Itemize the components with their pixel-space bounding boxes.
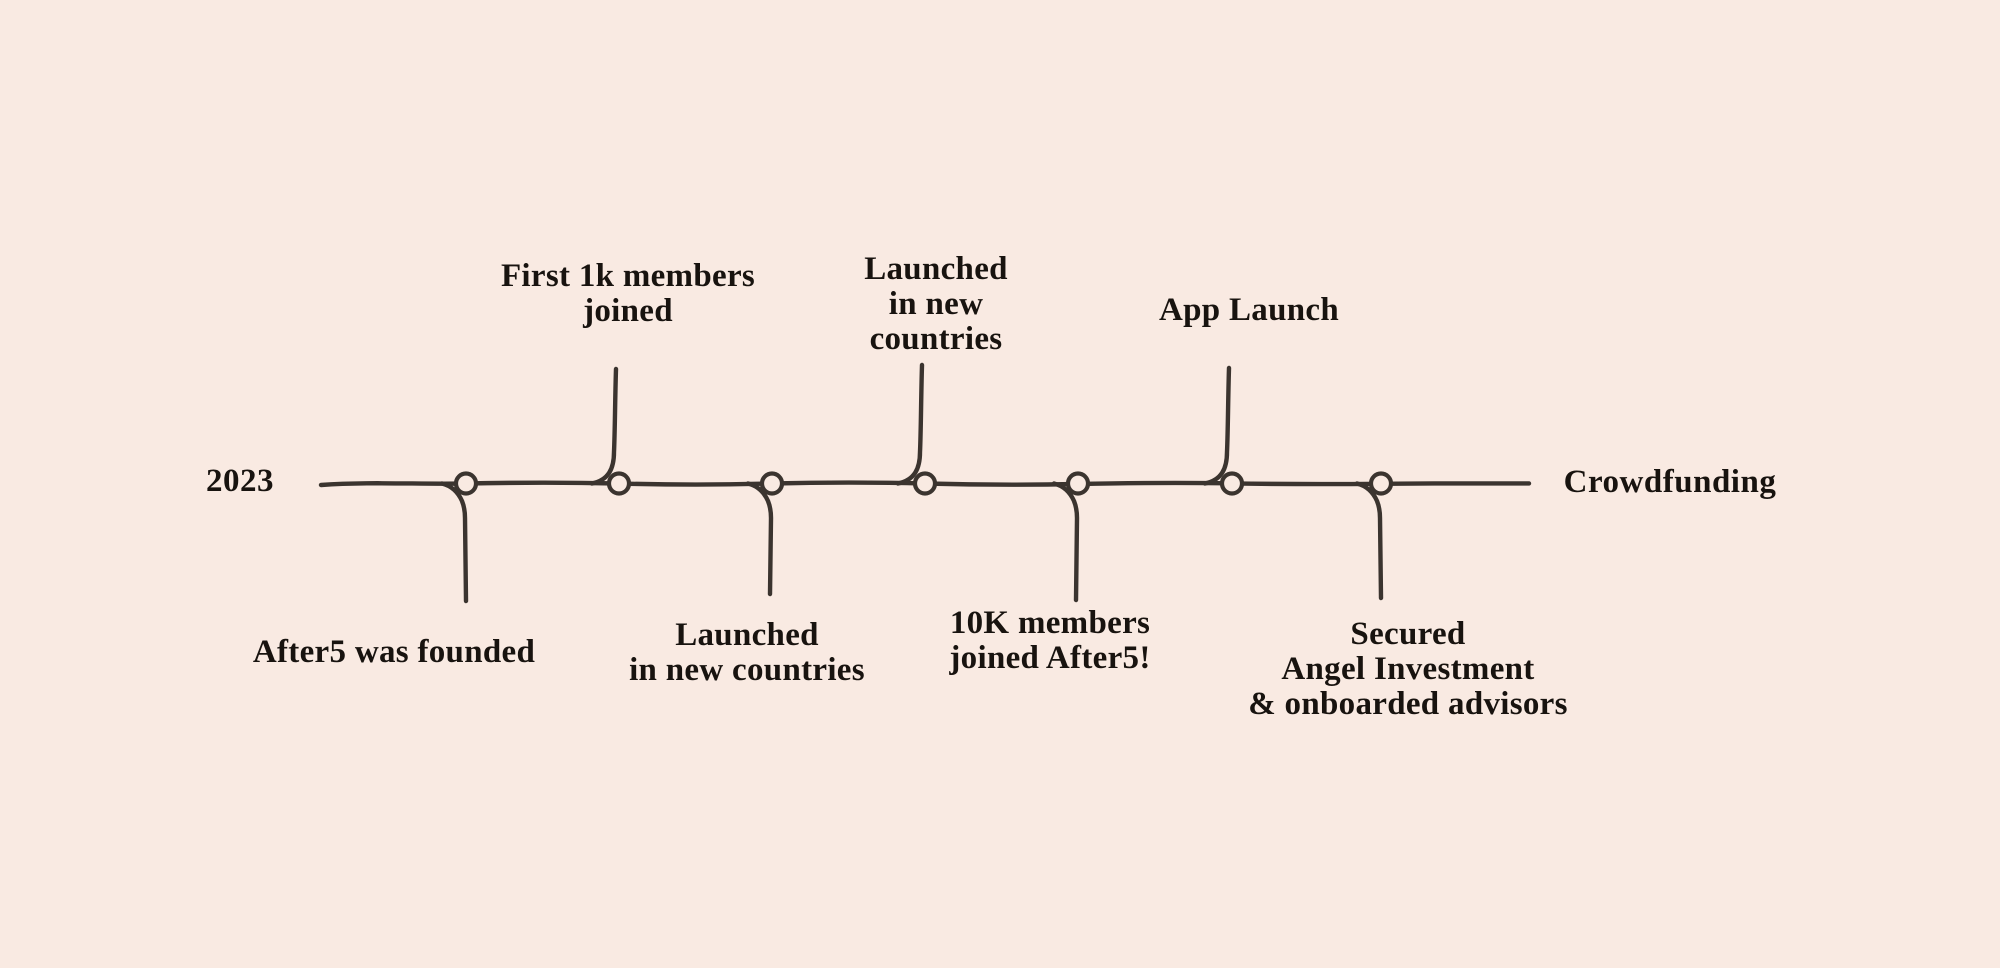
branch-line-down-1 <box>439 481 469 604</box>
milestone-label-after5-founded: After5 was founded <box>252 634 536 670</box>
branch-line-down-5 <box>1051 481 1080 603</box>
milestone-label-app-launch: App Launch <box>1158 292 1340 328</box>
branch-line-down-7 <box>1354 481 1384 601</box>
milestone-label-first-1k-members: First 1k members joined <box>500 258 756 329</box>
branch-line-down-3 <box>745 481 774 597</box>
milestone-node-2 <box>606 471 632 496</box>
milestone-label-angel-investment: Secured Angel Investment & onboarded adv… <box>1248 616 1568 722</box>
milestone-label-launched-new-countries-2: Launched in new countries <box>864 251 1008 357</box>
milestone-node-7 <box>1368 471 1394 496</box>
milestone-node-4 <box>912 471 938 496</box>
milestone-node-5 <box>1065 471 1091 496</box>
branch-line-up-4 <box>895 362 925 486</box>
timeline-year-label: 2023 <box>206 463 274 499</box>
milestone-node-6 <box>1219 471 1245 496</box>
branch-line-up-6 <box>1202 365 1232 486</box>
milestone-node-1 <box>453 471 479 496</box>
branch-line-up-2 <box>589 366 619 486</box>
milestone-label-launched-new-countries-1: Launched in new countries <box>629 617 865 688</box>
milestone-node-3 <box>759 471 785 496</box>
milestone-label-10k-members: 10K members joined After5! <box>949 605 1151 676</box>
timeline-end-label: Crowdfunding <box>1563 464 1777 500</box>
